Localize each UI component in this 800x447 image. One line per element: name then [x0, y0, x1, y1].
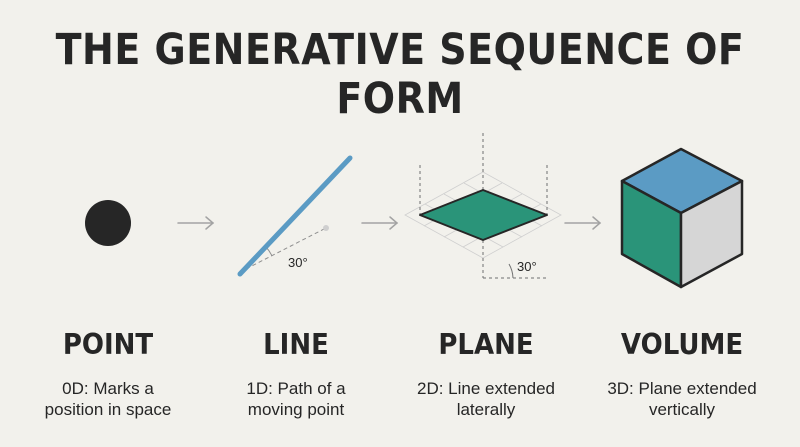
plane-illustration: 30°: [404, 133, 562, 279]
description-line: 1D: Path of a: [246, 379, 346, 398]
angle-guide-line: [239, 227, 327, 273]
point-dot: [85, 200, 131, 246]
stage-title-plane: PLANE: [438, 328, 534, 362]
description-line: vertically: [648, 400, 716, 419]
stage-title-point: POINT: [62, 328, 154, 362]
line-illustration: 30°: [237, 155, 353, 277]
plane-guides: [419, 133, 548, 279]
stage-description-point: 0D: Marks a position in space: [8, 378, 208, 420]
arrow-right-icon: [361, 216, 399, 230]
plane-angle-label: 30°: [517, 259, 537, 274]
stage-title-line: LINE: [263, 328, 329, 362]
description-line: laterally: [456, 400, 516, 419]
plane-angle-arc: [508, 263, 514, 279]
description-line: 0D: Marks a: [62, 379, 154, 398]
guide-endpoint: [323, 225, 329, 231]
teal-plane: [419, 189, 548, 241]
description-line: 2D: Line extended: [417, 379, 555, 398]
arrow-right-icon: [564, 216, 602, 230]
cube-illustration: [620, 147, 744, 289]
stage-description-volume: 3D: Plane extended vertically: [582, 378, 782, 420]
arrow-right-icon: [177, 216, 215, 230]
stage-title-volume: VOLUME: [620, 328, 744, 362]
moving-line: [237, 155, 353, 277]
page-title: THE GENERATIVE SEQUENCE OF FORM: [55, 24, 745, 124]
stage-description-line: 1D: Path of a moving point: [196, 378, 396, 420]
cube-right-face: [679, 179, 744, 289]
description-line: 3D: Plane extended: [607, 379, 757, 398]
line-angle-label: 30°: [288, 255, 308, 270]
stage-description-plane: 2D: Line extended laterally: [386, 378, 586, 420]
description-line: moving point: [247, 400, 345, 419]
description-line: position in space: [44, 400, 172, 419]
